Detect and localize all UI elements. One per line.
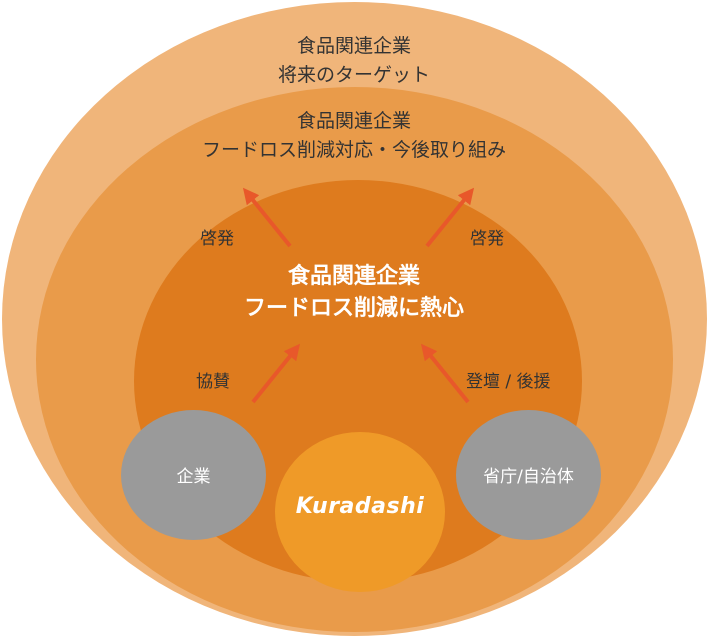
upper-left-arrow <box>242 187 292 248</box>
upper-right-arrow <box>425 187 475 248</box>
inner-circle-label: 食品関連企業 フードロス削減に熱心 <box>154 261 554 325</box>
inner-circle-line1: 食品関連企業 <box>287 264 420 289</box>
upper-left-arrow-label: 啓発 <box>200 229 234 249</box>
kuradashi-logo: Kuradashi <box>295 494 425 519</box>
lower-right-arrow <box>420 343 470 404</box>
corporate-label: 企業 <box>176 467 211 487</box>
middle-ring-label: 食品関連企業 フードロス削減対応・今後取り組み <box>104 107 604 165</box>
middle-ring-line2: フードロス削減対応・今後取り組み <box>201 139 506 161</box>
lower-left-arrow-label: 協賛 <box>196 372 230 392</box>
upper-right-arrow-label: 啓発 <box>470 229 504 249</box>
outer-ring-line1: 食品関連企業 <box>296 35 411 57</box>
government-label: 省庁/自治体 <box>483 467 574 487</box>
government-circle <box>456 410 601 540</box>
outer-ring-label: 食品関連企業 将来のターゲット <box>154 32 554 90</box>
lower-left-arrow <box>251 343 301 404</box>
corporate-circle <box>121 410 266 540</box>
lower-right-arrow-label: 登壇 / 後援 <box>466 372 551 392</box>
kuradashi-circle <box>275 432 445 592</box>
outer-ring-line2: 将来のターゲット <box>277 64 430 86</box>
middle-ring-line1: 食品関連企業 <box>296 110 411 132</box>
inner-circle-line2: フードロス削減に熱心 <box>243 296 464 321</box>
